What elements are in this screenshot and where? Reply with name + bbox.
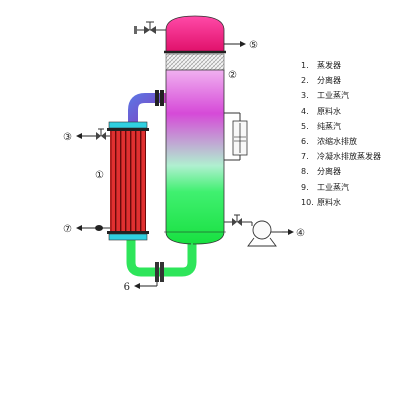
condensate-outlet: ⑦ [63, 224, 110, 235]
steam-trap-icon [95, 225, 103, 231]
legend-item-2: 2.分离器 [301, 76, 341, 86]
legend-item-3: 3.工业蒸汽 [301, 91, 349, 101]
pure-steam-outlet: ⑤ [224, 40, 258, 51]
pump-icon [252, 220, 272, 240]
evaporator-tube [137, 131, 140, 231]
steam-inlet: ③ [63, 128, 110, 143]
vapor-elbow-pipe [128, 90, 168, 122]
legend: 1.蒸发器 2.分离器 3.工业蒸汽 4.原料水 5.纯蒸汽 6.浓缩水排放 7… [301, 58, 399, 210]
drain-label: 6 [124, 282, 130, 293]
steam-inlet-label: ③ [63, 132, 72, 143]
legend-item-7: 7.冷凝水排放蒸发器 [301, 152, 381, 162]
evaporator-tube [142, 131, 145, 231]
vent-valve [134, 21, 166, 34]
evaporator-tube [117, 131, 120, 231]
evaporator-tube [132, 131, 135, 231]
legend-item-10: 10.原料水 [301, 197, 341, 207]
separator-label: ② [228, 70, 237, 81]
pure-steam-label: ⑤ [249, 40, 258, 51]
legend-item-6: 6.浓缩水排放 [301, 136, 357, 146]
separator-vessel [164, 15, 226, 245]
bottom-return-pipe [126, 236, 197, 282]
evaporator-label: ① [95, 170, 104, 181]
feed-water-inlet: ④ [224, 214, 305, 247]
evaporator-tube [127, 131, 130, 231]
condensate-label: ⑦ [63, 224, 72, 235]
legend-item-8: 8.分离器 [301, 167, 341, 177]
legend-item-4: 4.原料水 [301, 106, 341, 116]
legend-item-5: 5.纯蒸汽 [301, 121, 341, 131]
evaporator-tube [122, 131, 125, 231]
drain-outlet: 6 [124, 282, 158, 293]
evaporator-tube [112, 131, 115, 231]
evaporator-tube-bundle: ① [95, 121, 149, 241]
feed-water-label: ④ [296, 228, 305, 239]
level-gauge [224, 112, 248, 161]
legend-item-9: 9.工业蒸汽 [301, 182, 349, 192]
legend-item-1: 1.蒸发器 [301, 61, 341, 70]
